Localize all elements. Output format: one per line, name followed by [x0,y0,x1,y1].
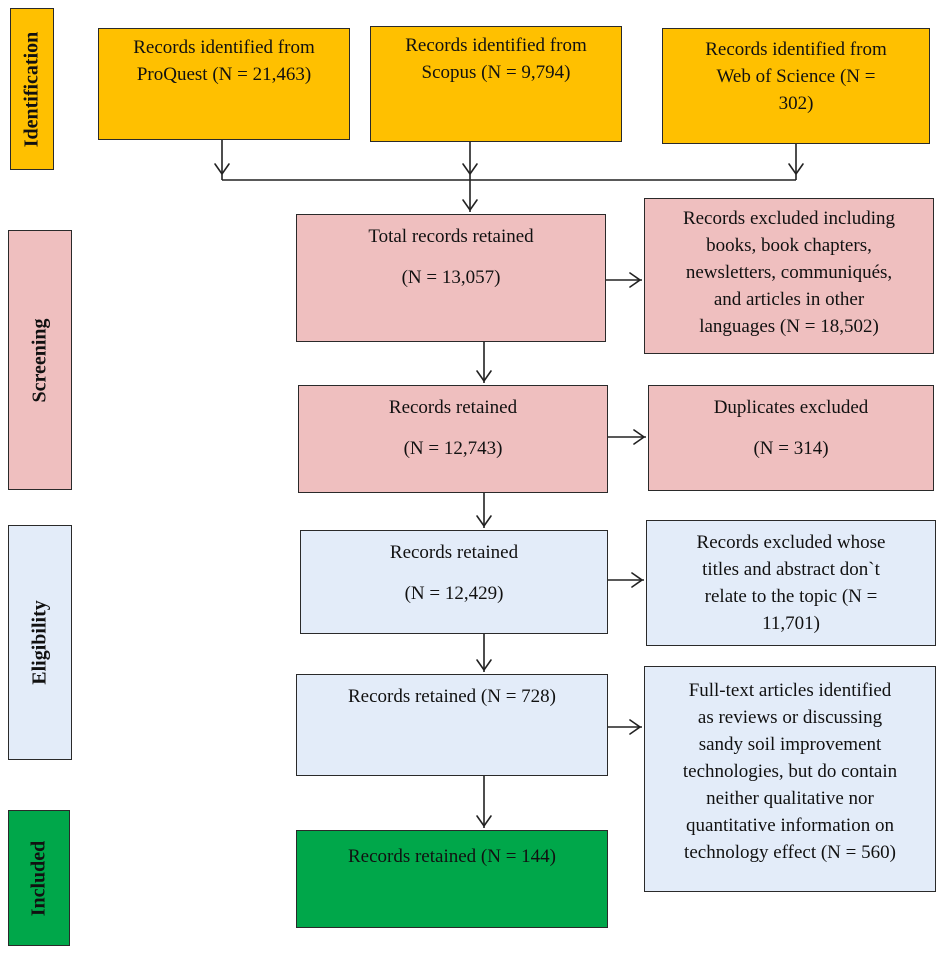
box-excluded-fulltext-line: technology effect (N = 560) [684,842,896,863]
arrowhead-icon [633,429,646,445]
box-excluded-types: Records excluded including books, book c… [644,198,934,354]
box-total-retained: Total records retained (N = 13,057) [296,214,606,342]
box-excluded-topic-line: relate to the topic (N = [704,586,878,607]
box-excluded-types-line: and articles in other [713,289,865,310]
box-records-retained-eligibility-title: Records retained [389,542,519,563]
arrowhead-icon [462,163,478,176]
box-scopus: Records identified from Scopus (N = 9,79… [370,26,622,142]
box-excluded-fulltext: Full-text articles identified as reviews… [644,666,936,892]
box-excluded-fulltext-line: technologies, but do contain [682,761,898,782]
box-duplicates-excluded-title: Duplicates excluded [713,397,869,418]
box-scopus-line1: Records identified from [405,35,587,56]
box-excluded-types-line: Records excluded including [682,208,896,229]
arrowhead-icon [788,163,804,176]
box-wos-line3: 302) [778,93,814,114]
box-excluded-topic-line: Records excluded whose [696,532,886,553]
box-records-retained-included-title: Records retained (N = 144) [347,846,557,867]
box-duplicates-excluded-count: (N = 314) [753,438,829,459]
box-total-retained-count: (N = 13,057) [401,267,501,288]
box-records-retained-eligibility: Records retained (N = 12,429) [300,530,608,634]
arrowhead-icon [629,272,642,288]
box-records-retained-screening-count: (N = 12,743) [403,438,503,459]
arrowhead-icon [476,515,492,528]
box-excluded-types-line: languages (N = 18,502) [699,316,879,337]
box-records-retained-screening: Records retained (N = 12,743) [298,385,608,493]
arrowhead-icon [476,659,492,672]
box-excluded-fulltext-line: as reviews or discussing [697,707,883,728]
stage-included: Included [8,810,70,946]
box-web-of-science: Records identified from Web of Science (… [662,28,930,144]
box-proquest-line2: ProQuest (N = 21,463) [136,64,312,85]
box-wos-line1: Records identified from [705,39,887,60]
box-records-retained-eligibility-count: (N = 12,429) [404,583,504,604]
stage-eligibility: Eligibility [8,525,72,760]
arrowhead-icon [476,815,492,828]
box-excluded-topic: Records excluded whose titles and abstra… [646,520,936,646]
box-excluded-topic-line: titles and abstract don`t [702,559,880,580]
box-excluded-fulltext-line: sandy soil improvement [698,734,882,755]
box-records-retained-fulltext-title: Records retained (N = 728) [347,686,557,707]
box-scopus-line2: Scopus (N = 9,794) [421,62,571,83]
box-excluded-fulltext-line: quantitative information on [686,815,894,836]
box-excluded-topic-line: 11,701) [762,613,820,634]
box-wos-line2: Web of Science (N = [716,66,876,87]
box-excluded-types-line: books, book chapters, [706,235,872,256]
box-duplicates-excluded: Duplicates excluded (N = 314) [648,385,934,491]
stage-identification: Identification [10,8,54,170]
stage-screening: Screening [8,230,72,490]
box-records-retained-screening-title: Records retained [388,397,518,418]
box-total-retained-title: Total records retained [368,226,534,247]
box-excluded-fulltext-line: Full-text articles identified [688,680,892,701]
arrowhead-icon [214,163,230,176]
box-records-retained-fulltext: Records retained (N = 728) [296,674,608,776]
box-proquest-line1: Records identified from [133,37,315,58]
box-excluded-types-line: newsletters, communiqués, [685,262,893,283]
arrowhead-icon [462,199,478,212]
arrowhead-icon [631,572,644,588]
box-excluded-fulltext-line: neither qualitative nor [706,788,874,809]
arrowhead-icon [629,719,642,735]
box-records-retained-included: Records retained (N = 144) [296,830,608,928]
box-proquest: Records identified from ProQuest (N = 21… [98,28,350,140]
arrowhead-icon [476,370,492,383]
